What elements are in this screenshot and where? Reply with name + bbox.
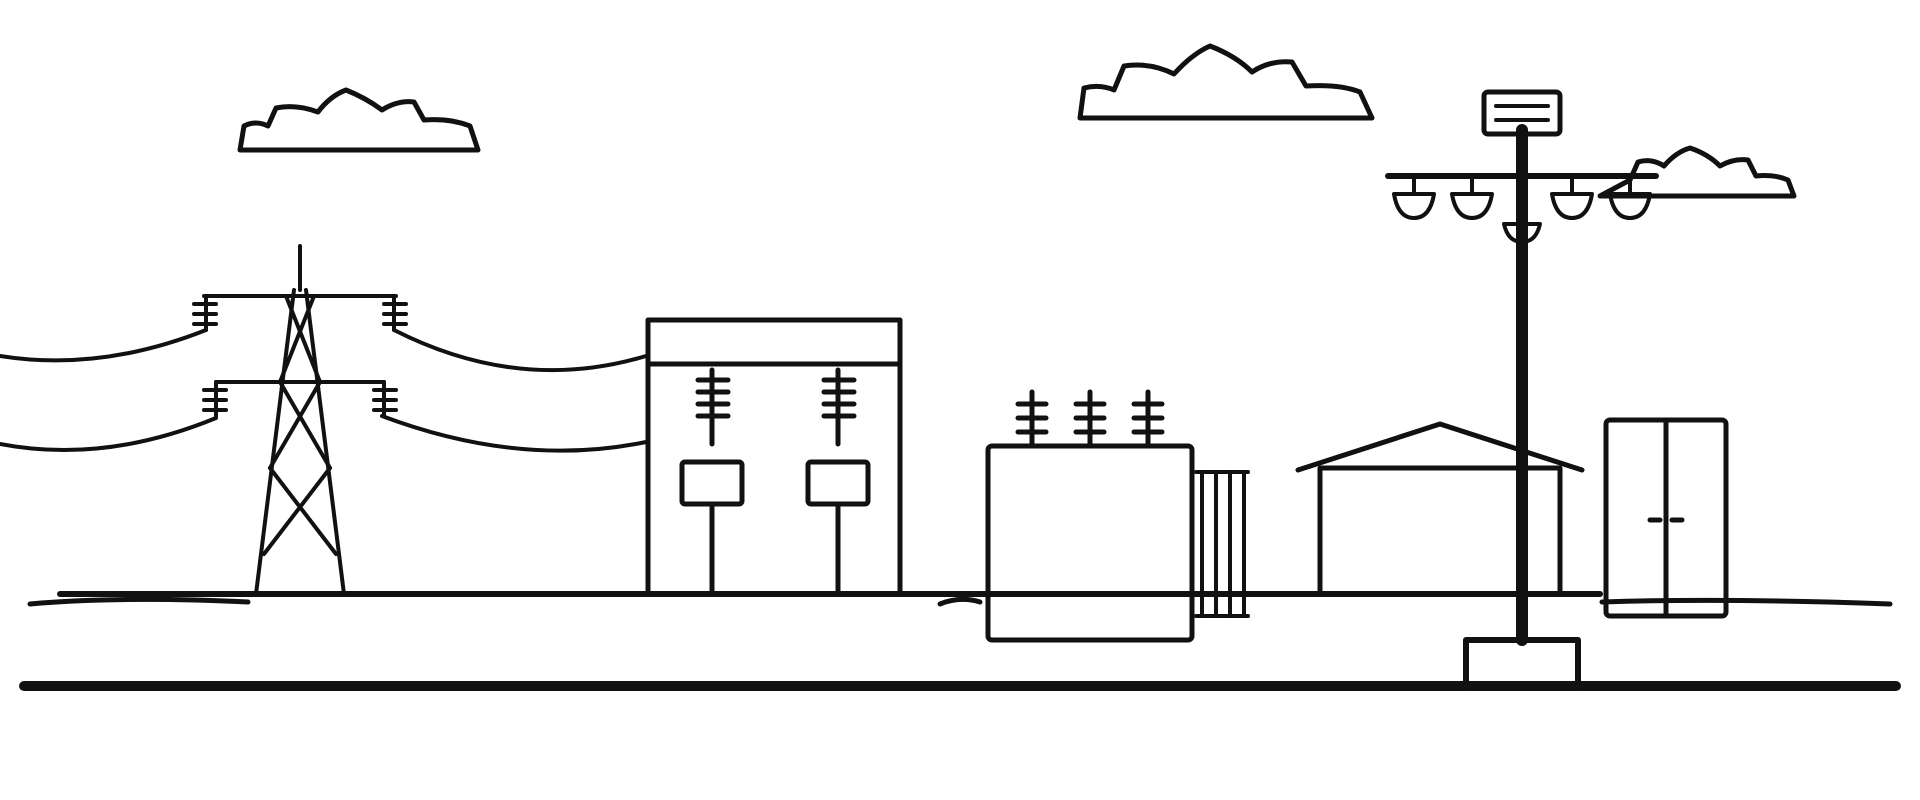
cloud-right-icon [1597, 145, 1797, 199]
warehouse-icon [1295, 421, 1585, 597]
transmission-tower-icon [192, 244, 408, 596]
substation-building-icon [645, 317, 903, 597]
cloud-center-icon [1077, 43, 1375, 121]
transformer-icon [985, 389, 1250, 643]
electrical-cabinet-icon [1603, 417, 1729, 619]
power-line-icon [0, 328, 648, 453]
ground-line-icon [19, 591, 1901, 691]
cloud-left-icon [237, 87, 481, 153]
floodlight-pole-icon [1385, 89, 1659, 689]
